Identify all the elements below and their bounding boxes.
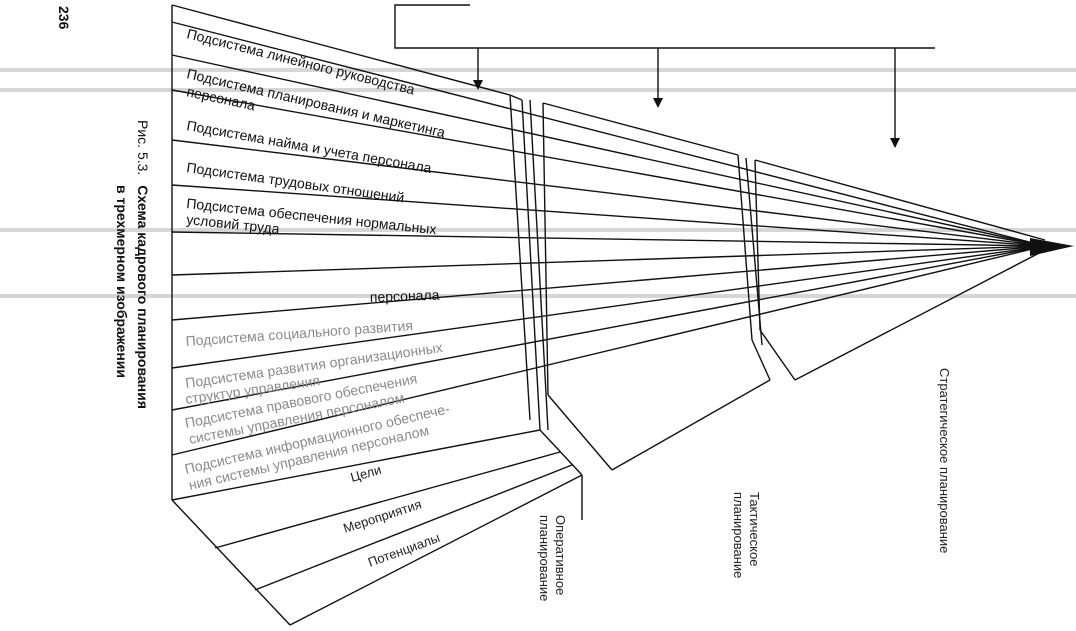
- level-label: Мероприятия: [341, 496, 423, 535]
- scan-bands: [0, 68, 1076, 298]
- level-label: Потенциалы: [366, 530, 442, 570]
- strategic-block: [754, 159, 1074, 381]
- figure-caption: Рис. 5.3. Схема кадрового планирования в…: [114, 120, 151, 409]
- subsystem-labels: Подсистема линейного руководства Подсист…: [183, 25, 451, 493]
- apex-arrow-icon: [1030, 238, 1074, 256]
- planning-operational-line1: Оперативное: [553, 515, 568, 595]
- caption-prefix: Рис. 5.3.: [135, 120, 151, 175]
- row-lines: [171, 21, 1046, 456]
- level-labels: Цели Мероприятия Потенциалы: [341, 462, 442, 570]
- planning-tactical-line1: Тактическое: [747, 492, 762, 566]
- planning-strategic: Стратегическое планирование: [937, 368, 952, 553]
- caption-title-line1: Схема кадрового планирования: [135, 185, 151, 409]
- subsystem-label: персонала: [370, 287, 440, 305]
- page-number: 236: [56, 6, 72, 30]
- caption-title-line2: в трехмерном изображении: [114, 185, 130, 378]
- planning-tactical-line2: планирование: [731, 492, 746, 578]
- svg-text:Рис. 5.3. Схема кадровог: Рис. 5.3. Схема кадрового планирования: [134, 120, 151, 409]
- planning-labels: Оперативное планирование Тактическое пла…: [537, 368, 952, 601]
- level-dividers: [171, 429, 573, 591]
- tactical-block: [542, 102, 771, 471]
- subsystem-label: Подсистема социального развития: [185, 317, 413, 349]
- top-bracket: [394, 4, 935, 148]
- planning-operational-line2: планирование: [537, 515, 552, 601]
